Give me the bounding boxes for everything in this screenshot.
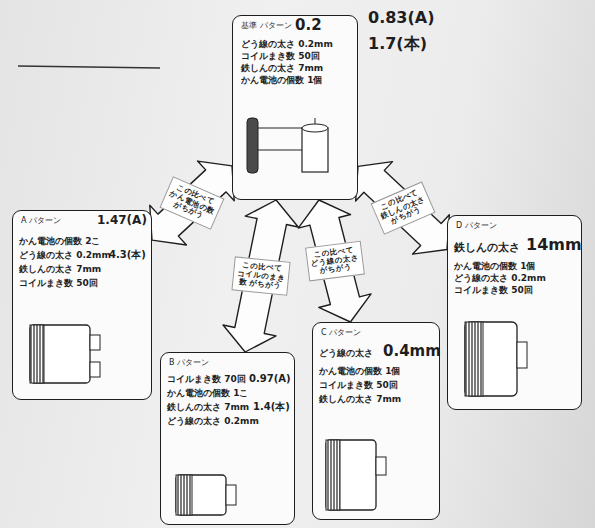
condition-text: コイルまき数 50回 [454, 286, 533, 296]
condition-text: 鉄しんの太さ 7mm [167, 403, 249, 413]
pattern-card: A パターン 1.47(A) かん電池の個数 2こどう線の太さ 0.2mm4.3(本… [12, 210, 152, 400]
condition-text: コイルまき数 70回 [167, 375, 246, 385]
condition-text: かん電池の個数 2こ [19, 237, 100, 247]
comparison-note: この比べて コイルのまき数 がちがう [231, 256, 290, 295]
handwritten-value: 1.7(本) [368, 34, 427, 55]
condition-text: 0.2 [295, 17, 322, 34]
card-heading: D パターン [456, 222, 497, 231]
condition-text: コイルまき数 50回 [319, 381, 398, 391]
card-heading: 基準 パターン [241, 22, 292, 31]
condition-text: 鉄しんの太さ 7mm [19, 265, 101, 275]
condition-text: かん電池の個数 1個 [319, 367, 400, 377]
double-arrow [150, 161, 234, 245]
condition-text: コイルまき数 50回 [19, 279, 98, 289]
pattern-card: D パターン鉄しんの太さ 14mm かん電池の個数 1個どう線の太さ 0.2mm コイ… [447, 215, 582, 410]
condition-text: 鉄しんの太さ 7mm [241, 64, 323, 74]
card-heading: A パターン [21, 217, 61, 226]
condition-text: コイルまき数 50回 [241, 52, 320, 62]
condition-text: 鉄しんの太さ 7mm [319, 395, 401, 405]
double-arrow [223, 200, 298, 352]
condition-text: 1.4(本) [253, 401, 290, 412]
condition-text: どう線の太さ [319, 349, 373, 359]
condition-text: どう線の太さ 0.2mm [19, 251, 111, 261]
condition-text: どう線の太さ 0.2mm [167, 417, 259, 427]
condition-text: かん電池の個数 1個 [241, 76, 322, 86]
pattern-card: B パターンコイルまき数 70回0.97(A)かん電池の個数 1こ鉄しんの太さ … [160, 352, 295, 525]
condition-text: 1.47(A) [97, 214, 147, 227]
condition-text: 0.4mm [383, 343, 441, 360]
condition-text: どう線の太さ 0.2mm [454, 274, 546, 284]
condition-text: 4.3(本) [109, 249, 146, 260]
card-heading: C パターン [321, 329, 361, 338]
pattern-card: 基準 パターン0.2 どう線の太さ 0.2mm コイルまき数 50回鉄しんの太さ 7… [232, 15, 358, 200]
condition-text: かん電池の個数 1こ [167, 389, 248, 399]
handwritten-value: 0.83(A) [368, 8, 434, 27]
condition-text: かん電池の個数 1個 [454, 262, 535, 272]
comparison-note: この比べて どう線の太さ がちがう [305, 241, 365, 282]
condition-text: 鉄しんの太さ [454, 242, 520, 254]
pen-line [18, 66, 160, 68]
double-arrow [298, 200, 371, 322]
condition-text: 0.97(A) [249, 373, 291, 384]
condition-text: どう線の太さ 0.2mm [241, 40, 333, 50]
pattern-card: C パターンどう線の太さ 0.4mm かん電池の個数 1個コイルまき数 50回鉄しん… [312, 322, 440, 520]
condition-text: 14mm [526, 236, 582, 254]
card-heading: B パターン [169, 359, 209, 368]
double-arrow [356, 162, 450, 255]
